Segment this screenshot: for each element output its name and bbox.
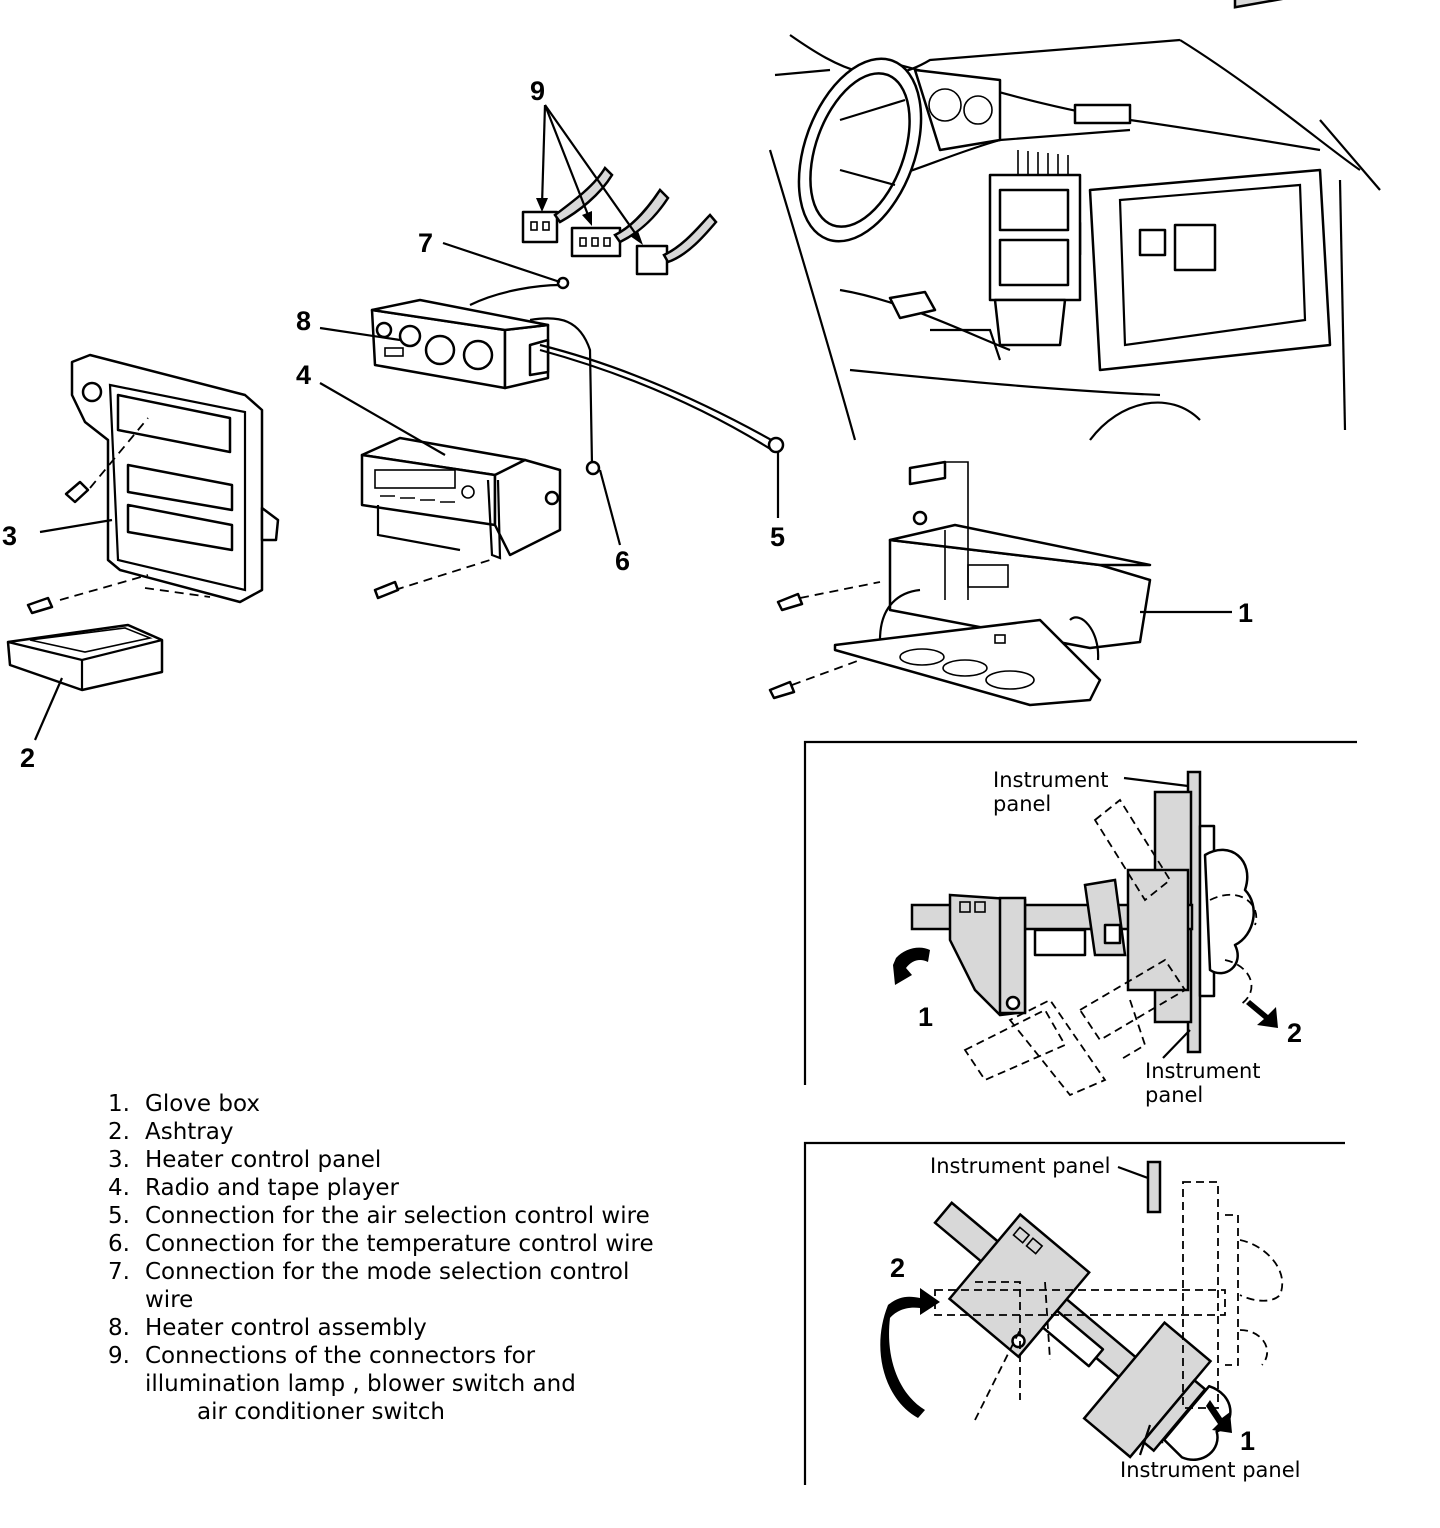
legend-num: 3. [108,1147,130,1173]
legend-num: 2. [108,1119,130,1145]
legend-item-5: 5. Connection for the air selection contr… [108,1202,654,1230]
arrow-2 [1246,1000,1278,1028]
parts-legend: 1. Glove box 2. Ashtray 3. Heater control p… [108,1090,654,1426]
legend-num: 1. [108,1091,130,1117]
inset-top-arrow-2-label: 2 [1287,1018,1302,1048]
inset-top [803,740,1357,1097]
dashboard-view [768,0,1381,441]
legend-item-1: 1. Glove box [108,1090,654,1118]
callout-9: 9 [530,76,545,106]
heater-control-panel [26,353,280,615]
legend-text-cont: illumination lamp , blower switch and [145,1371,576,1397]
callout-7: 7 [418,228,433,258]
inset-bottom-label-top: Instrument panel [930,1154,1110,1178]
legend-text: Heater control panel [145,1147,382,1173]
inset-bottom-label-bottom: Instrument panel [1120,1458,1300,1482]
inset-top-label-bottom-1: Instrument [1145,1059,1261,1083]
leader-2 [33,677,64,741]
callout-8: 8 [296,306,311,336]
legend-num: 6. [108,1231,130,1257]
legend-num: 8. [108,1315,130,1341]
legend-text: Connections of the connectors for [145,1343,536,1369]
legend-num: 9. [108,1343,130,1369]
legend-text: Radio and tape player [145,1175,399,1201]
inset-top-label-bottom-2: panel [1145,1083,1203,1107]
callout-3: 3 [2,521,17,551]
leader-7 [442,241,561,284]
legend-item-8: 8. Heater control assembly [108,1314,654,1342]
inset-bottom-arrow-2-label: 2 [890,1253,905,1283]
legend-text-cont2: air conditioner switch [197,1399,445,1425]
legend-text: Heater control assembly [145,1315,427,1341]
arrow-1 [1206,1400,1232,1433]
rotate-arrow-2 [880,1288,940,1418]
leader-4 [319,382,446,456]
rotate-arrow-1 [893,947,930,985]
legend-item-6: 6. Connection for the temperature control… [108,1230,654,1258]
callout-6: 6 [615,546,630,576]
leader-6 [598,469,622,546]
legend-item-4: 4. Radio and tape player [108,1174,654,1202]
leader-8 [319,326,401,342]
inset-top-label-top-2: panel [993,792,1051,816]
legend-text: Connection for the temperature control w… [145,1231,654,1257]
legend-num: 4. [108,1175,130,1201]
inset-bottom [803,1141,1345,1485]
legend-text: Connection for the mode selection contro… [145,1259,630,1285]
legend-text: Ashtray [145,1119,234,1145]
legend-text: Connection for the air selection control… [145,1203,650,1229]
legend-num: 7. [108,1259,130,1285]
inset-top-arrow-1-label: 1 [918,1002,933,1032]
legend-text: Glove box [145,1091,260,1117]
inset-top-frame [803,740,1357,1085]
connectors-group [521,104,718,276]
callout-5: 5 [770,522,785,552]
leader-3 [39,518,113,534]
legend-num: 5. [108,1203,130,1229]
legend-text-cont: wire [145,1287,194,1313]
ashtray [6,623,164,692]
radio-tape-player [360,436,562,600]
legend-item-3: 3. Heater control panel [108,1146,654,1174]
callout-2: 2 [20,743,35,773]
glove-box [768,460,1232,707]
legend-item-2: 2. Ashtray [108,1118,654,1146]
callout-1: 1 [1238,598,1253,628]
callout-4: 4 [296,360,311,390]
inset-bottom-arrow-1-label: 1 [1240,1426,1255,1456]
inset-top-label-top-1: Instrument [993,768,1109,792]
legend-item-7: 7. Connection for the mode selection cont… [108,1258,654,1314]
inset-bottom-frame [803,1141,1345,1485]
heater-control-assembly [370,276,785,476]
